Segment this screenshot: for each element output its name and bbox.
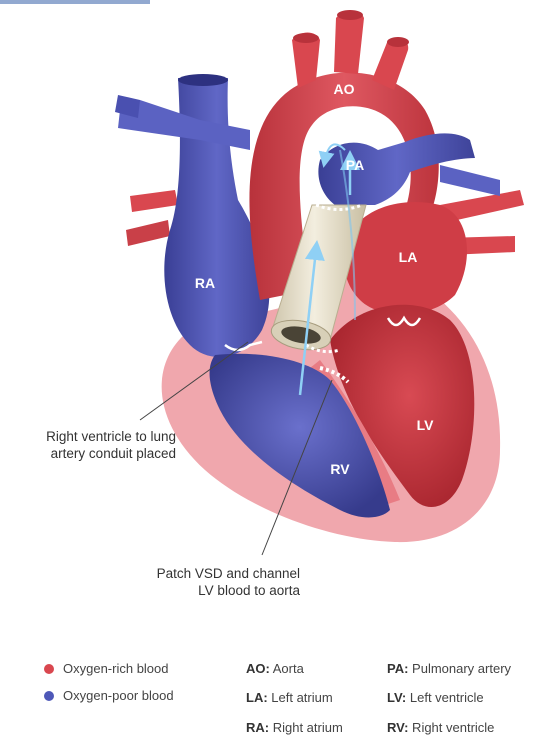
legend-ao: AO: Aorta xyxy=(246,661,304,676)
vsd-callout-line1: Patch VSD and channel xyxy=(100,565,300,582)
oxygen-rich-dot xyxy=(44,664,54,674)
label-ao: AO xyxy=(334,81,355,97)
vsd-callout: Patch VSD and channel LV blood to aorta xyxy=(100,565,300,599)
pulmonary-vein-left-2 xyxy=(126,220,170,246)
legend-la: LA: Left atrium xyxy=(246,690,333,705)
label-rv: RV xyxy=(330,461,350,477)
conduit-callout-line1: Right ventricle to lung xyxy=(8,428,176,445)
pulmonary-vein-left xyxy=(130,190,178,212)
legend-pa: PA: Pulmonary artery xyxy=(387,661,511,676)
legend-rv: RV: Right ventricle xyxy=(387,720,494,735)
label-lv: LV xyxy=(417,417,435,433)
legend-oxygen-poor: Oxygen-poor blood xyxy=(44,688,174,703)
vena-cava-opening xyxy=(178,74,228,86)
legend-ra: RA: Right atrium xyxy=(246,720,343,735)
label-pa: PA xyxy=(346,157,364,173)
legend-oxygen-rich: Oxygen-rich blood xyxy=(44,661,169,676)
label-ra: RA xyxy=(195,275,215,291)
conduit-callout: Right ventricle to lung artery conduit p… xyxy=(8,428,176,462)
oxygen-poor-dot xyxy=(44,691,54,701)
vsd-callout-line2: LV blood to aorta xyxy=(100,582,300,599)
pa-branch-right xyxy=(440,165,500,196)
legend-lv: LV: Left ventricle xyxy=(387,690,484,705)
label-la: LA xyxy=(399,249,418,265)
conduit-callout-line2: artery conduit placed xyxy=(8,445,176,462)
cropped-title-fragment xyxy=(0,0,150,4)
